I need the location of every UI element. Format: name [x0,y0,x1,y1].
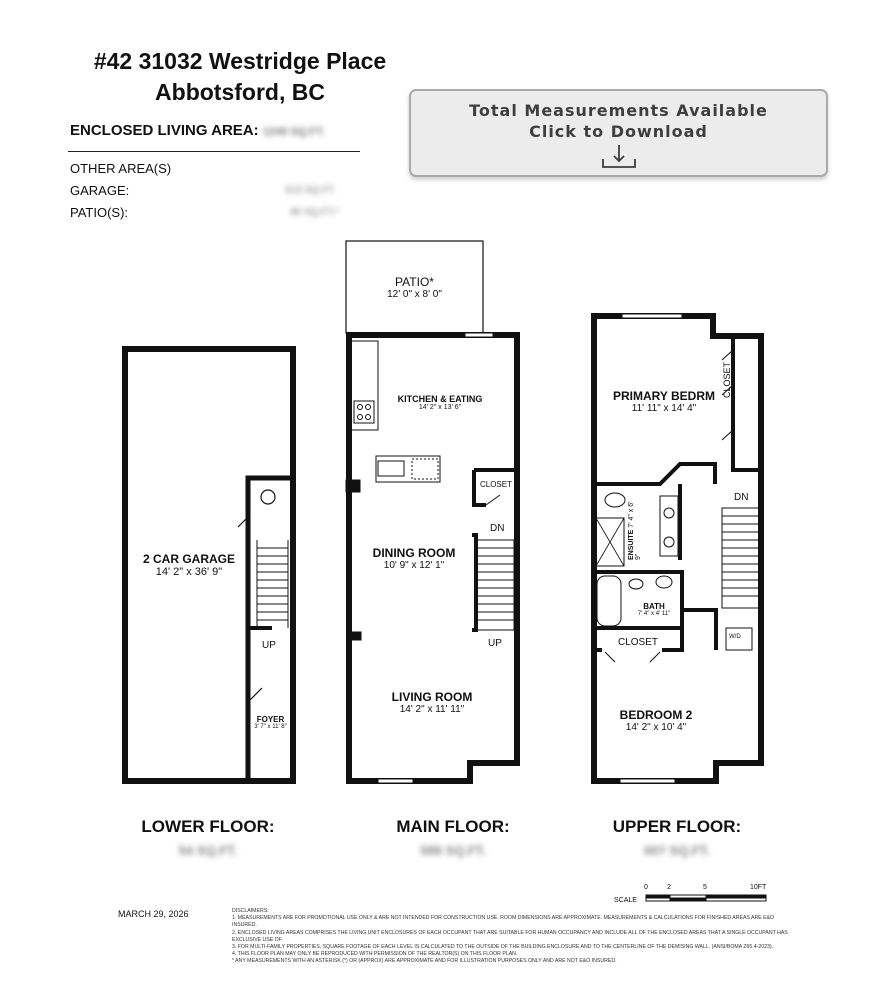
enclosed-area-label: ENCLOSED LIVING AREA: 1249 SQ.FT. [70,122,325,139]
patio-name: PATIO* [395,275,434,289]
scale-tick-2: 2 [667,884,671,891]
lower-stairs [256,540,289,628]
washer-dryer-label: W/D [729,634,741,640]
disclaimer-5: * ANY MEASUREMENTS WITH AN ASTERISK (*) … [232,958,617,965]
garage-name: 2 CAR GARAGE [142,552,235,566]
garage-value: 513 SQ.FT. [285,185,336,196]
disclaimer-1: 1. MEASUREMENTS ARE FOR PROMOTIONAL USE … [232,915,775,929]
kitchen-dims: 14' 2" x 13' 6" [418,404,462,411]
scale-tick-10: 10FT [750,884,767,891]
address-line-2: Abbotsford, BC [155,79,325,105]
scale-tick-0: 0 [644,884,648,891]
garage-label: GARAGE: [70,183,130,198]
bath-name: BATH [643,602,665,611]
bedroom2-name: BEDROOM 2 [619,708,693,722]
foyer-dims: 3' 7" x 11' 8" [254,724,287,730]
disclaimers: DISCLAIMERS: 1. MEASUREMENTS ARE FOR PRO… [232,908,792,966]
primary-name: PRIMARY BEDRM [612,389,715,403]
address-line-1: #42 31032 Westridge Place [93,48,387,74]
disclaimer-2: 2. ENCLOSED LIVING AREAS COMPRISES THE L… [232,929,788,943]
scale-label: SCALE [614,897,637,904]
disclaimer-3: 3. FOR MULTI-FAMILY PROPERTIES, SQUARE F… [232,944,774,951]
download-arrow-icon [601,145,636,168]
kitchen-name: KITCHEN & EATING [397,394,483,404]
bedroom2-dims: 14' 2" x 10' 4" [625,722,687,733]
download-line-2: Click to Download [529,122,708,141]
scale-bar [645,894,767,902]
main-floor-area: 588 SQ.FT. [420,843,486,858]
patio-value: 96 SQ.FT.* [290,207,339,218]
living-dims: 14' 2" x 11' 11" [399,704,465,715]
scale-tick-5: 5 [703,884,707,891]
dining-dims: 10' 9" x 12' 1" [383,560,445,571]
upper-stairs-dn: DN [734,492,749,503]
patio-label: PATIO(S): [70,205,129,220]
primary-closet-label: CLOSET [722,361,732,398]
enclosed-value: 1249 SQ.FT. [262,126,325,138]
dining-name: DINING ROOM [372,546,456,560]
main-stairs-dn: DN [490,523,505,534]
download-measurements-button[interactable]: Total Measurements Available Click to Do… [409,89,828,177]
foyer-name: FOYER [256,715,285,724]
lower-floor-title: LOWER FLOOR: [141,817,275,836]
living-name: LIVING ROOM [391,690,473,704]
bed2-closet-label: CLOSET [617,637,658,648]
divider [68,151,360,152]
ensuite-name: ENSUITE [628,529,635,560]
main-walls [346,332,520,784]
disclaimer-4: 4. THIS FLOOR PLAN MAY ONLY BE REPRODUCE… [232,951,518,958]
primary-dims: 11' 11" x 14' 4" [631,403,697,414]
bath-dims: 7' 4" x 4' 11" [637,611,671,617]
main-closet-label: CLOSET [479,480,512,489]
main-stairs-up: UP [488,638,502,649]
lower-floor-area: 54 SQ.FT. [178,843,238,858]
lower-stairs-up: UP [262,640,276,651]
patio-dims: 12' 0" x 8' 0" [387,289,442,300]
upper-floor-area: 607 SQ.FT. [644,843,710,858]
main-stairs [475,539,515,631]
enclosed-label: ENCLOSED LIVING AREA: [70,122,259,139]
main-floor-title: MAIN FLOOR: [396,817,510,836]
garage-dims: 14' 2" x 36' 9" [155,566,223,578]
download-line-1: Total Measurements Available [469,101,768,120]
other-areas-label: OTHER AREA(S) [70,161,172,176]
disclaimer-title: DISCLAIMERS: [232,908,269,914]
upper-floor-title: UPPER FLOOR: [612,817,742,836]
plan-date: MARCH 29, 2026 [118,909,189,919]
upper-stairs [721,507,760,609]
